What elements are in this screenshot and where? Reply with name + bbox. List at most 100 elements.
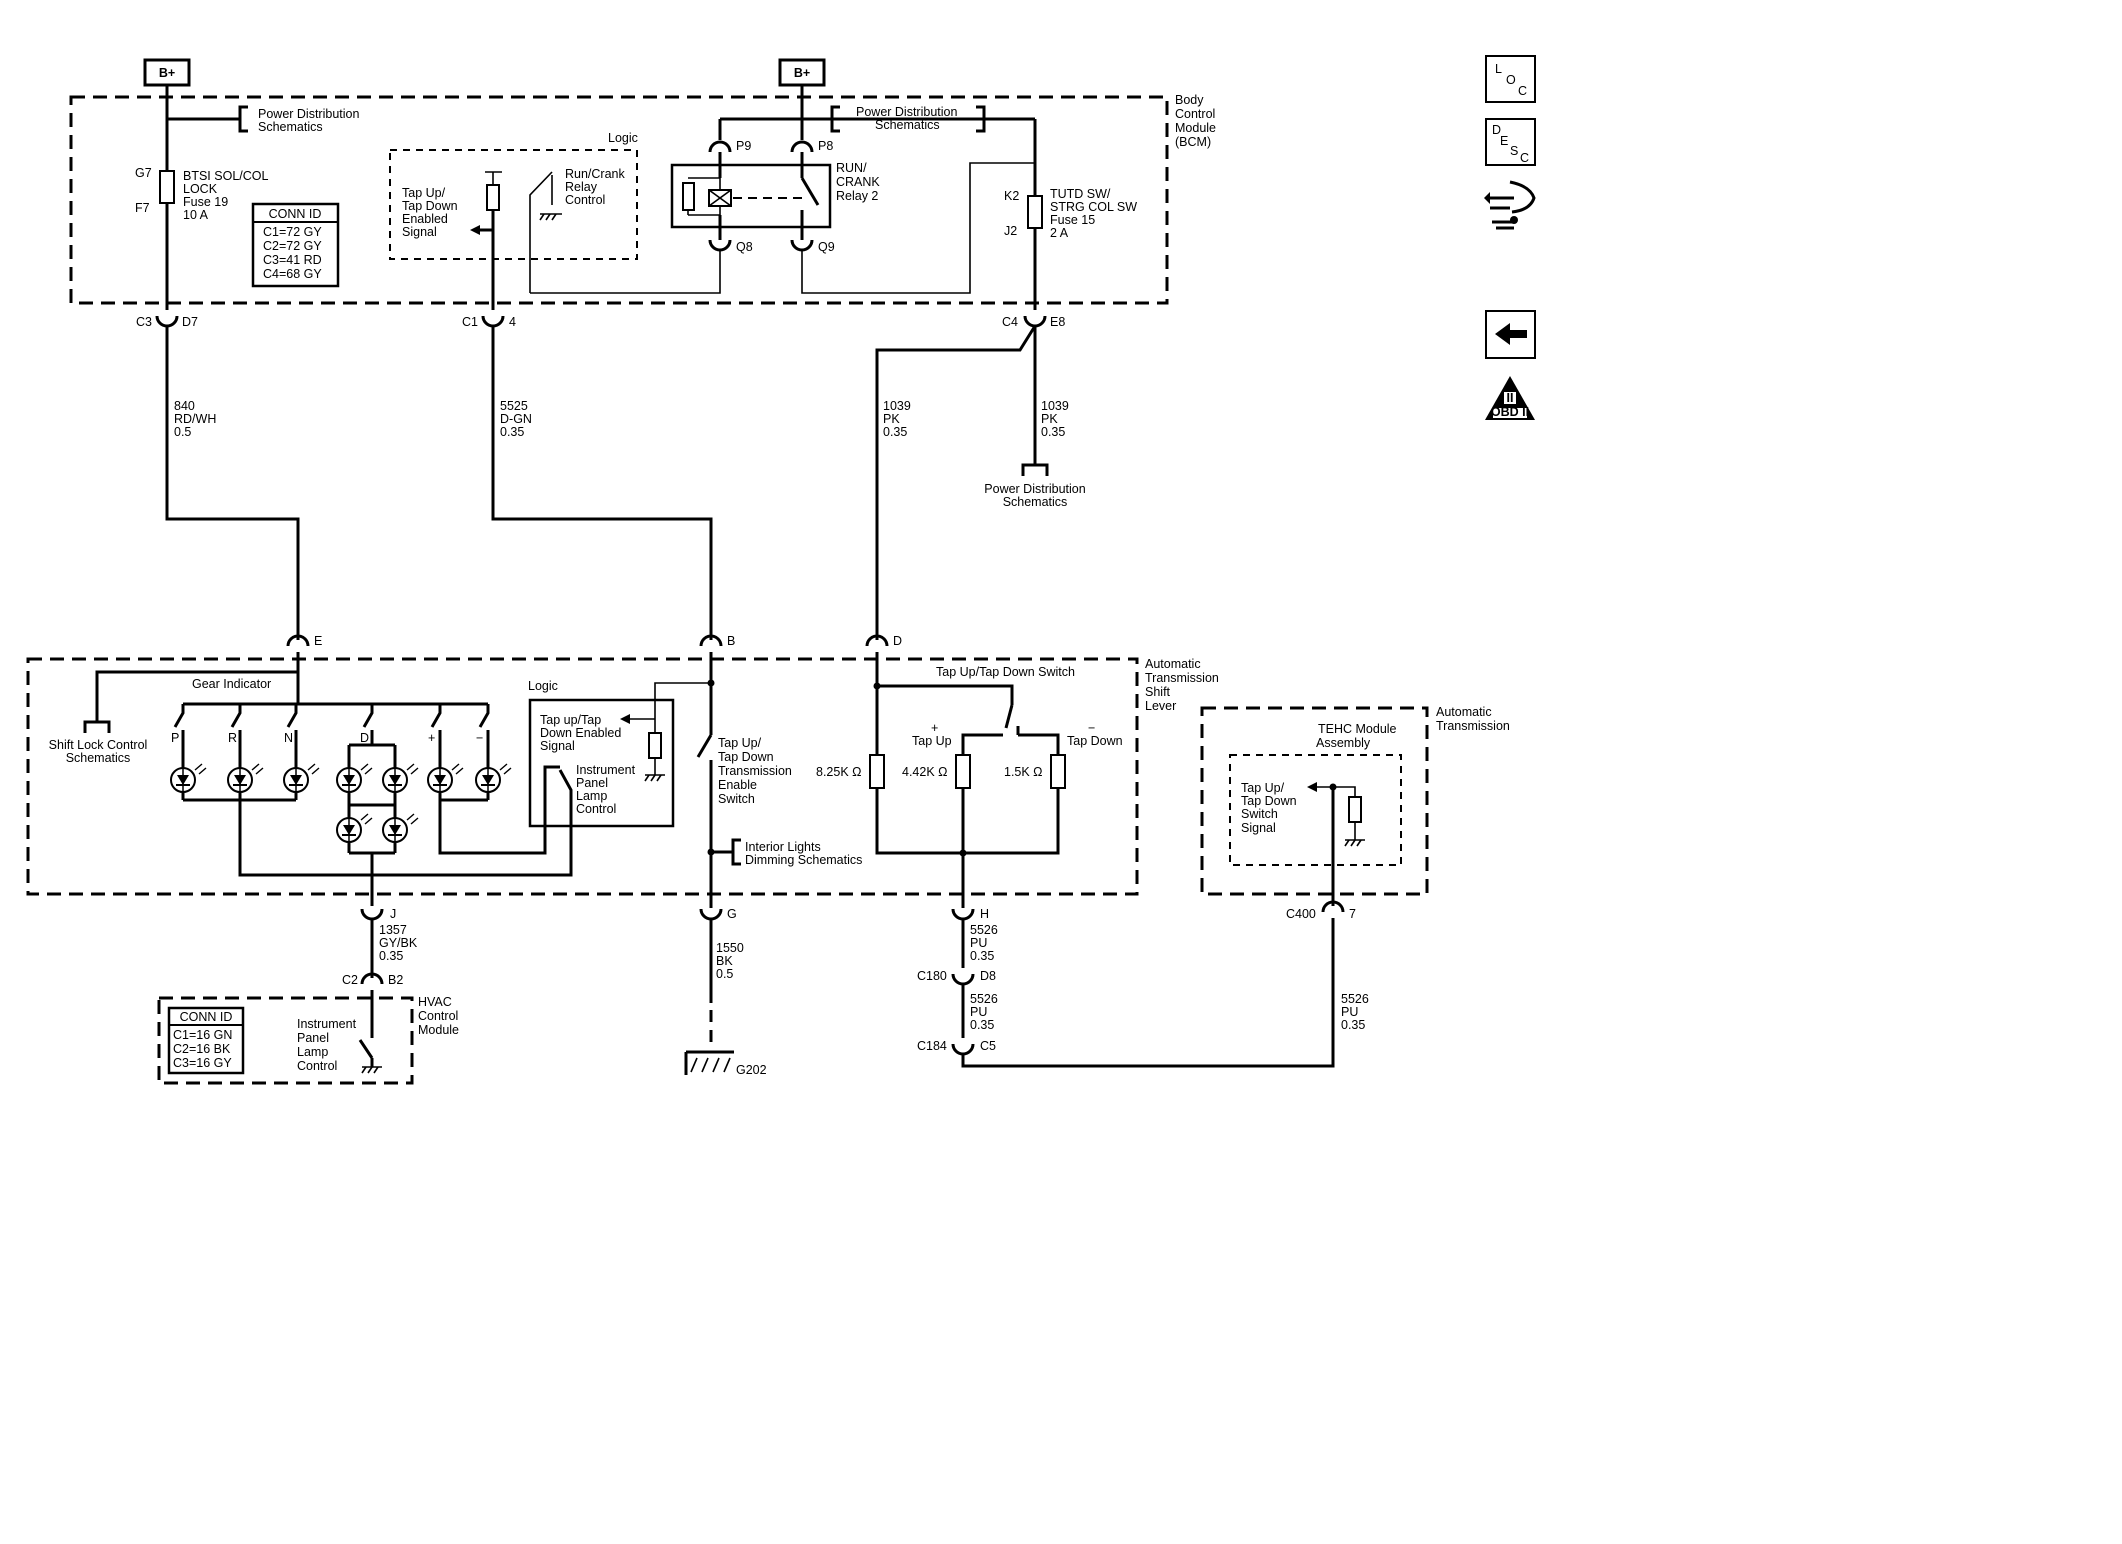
svg-text:C5: C5 — [980, 1039, 996, 1053]
connector-view-icon[interactable] — [1484, 178, 1536, 230]
gear-label-minus: − — [476, 731, 483, 745]
svg-text:B+: B+ — [159, 66, 175, 80]
desc-icon[interactable]: D E S C — [1485, 118, 1536, 166]
svg-text:D-GN: D-GN — [500, 412, 532, 426]
wire-1550-label: 1550 BK 0.5 — [716, 941, 744, 981]
gear-switch-p — [173, 704, 185, 728]
svg-text:5526: 5526 — [970, 992, 998, 1006]
tutd-enable-switch — [696, 734, 713, 758]
connector-c180-d8 — [951, 973, 975, 986]
svg-text:Automatic: Automatic — [1436, 705, 1492, 719]
svg-text:Tap Up/: Tap Up/ — [1241, 781, 1285, 795]
svg-text:Tap Down: Tap Down — [1241, 794, 1297, 808]
tehc-ground-icon — [1344, 839, 1365, 847]
svg-text:Instrument: Instrument — [576, 763, 636, 777]
gear-switch-d — [362, 704, 374, 728]
svg-text:C2=72 GY: C2=72 GY — [263, 239, 322, 253]
gear-switch-plus — [430, 704, 442, 728]
bcm-label: Body Control Module (BCM) — [1175, 93, 1216, 149]
bplus-left: B+ — [143, 58, 191, 87]
tap-down-label: − Tap Down — [1067, 721, 1123, 748]
svg-text:5525: 5525 — [500, 399, 528, 413]
wiring-diagram: B+ B+ Body Control Module (BCM) Power Di… — [26, 55, 1536, 1085]
bcm-logic-label: Logic — [608, 131, 638, 145]
svg-text:L: L — [1495, 62, 1502, 76]
shifter-signal-arrow — [620, 714, 630, 724]
svg-text:Schematics: Schematics — [875, 118, 940, 132]
gear-label-d: D — [360, 731, 369, 745]
svg-text:STRG COL SW: STRG COL SW — [1050, 200, 1137, 214]
tehc-signal-label: Tap Up/ Tap Down Switch Signal — [1241, 781, 1297, 835]
svg-text:0.35: 0.35 — [883, 425, 907, 439]
wire-840-label: 840 RD/WH 0.5 — [174, 399, 216, 439]
hvac-label: HVAC Control Module — [418, 995, 459, 1037]
svg-text:H: H — [980, 907, 989, 921]
svg-text:B: B — [727, 634, 735, 648]
svg-text:C1=72 GY: C1=72 GY — [263, 225, 322, 239]
svg-text:G: G — [727, 907, 737, 921]
svg-text:CONN ID: CONN ID — [180, 1010, 233, 1024]
svg-text:O: O — [1506, 73, 1516, 87]
tehc-module-block — [1229, 754, 1402, 866]
svg-text:RUN/: RUN/ — [836, 161, 867, 175]
pin-p8: P8 — [818, 139, 833, 153]
svg-text:0.5: 0.5 — [716, 967, 733, 981]
pin-q8: Q8 — [736, 240, 753, 254]
interior-lights-label: Interior Lights Dimming Schematics — [745, 840, 862, 867]
svg-text:C1: C1 — [462, 315, 478, 329]
svg-text:C3: C3 — [136, 315, 152, 329]
relay-coil-resistor — [682, 182, 695, 211]
hvac-boundary — [157, 996, 414, 1085]
svg-text:BK: BK — [716, 954, 733, 968]
svg-text:Tap Up/: Tap Up/ — [402, 186, 446, 200]
led-p-icon — [170, 763, 207, 793]
svg-text:4.42K Ω: 4.42K Ω — [902, 765, 947, 779]
transmission-boundary — [1200, 706, 1429, 896]
svg-text:Enable: Enable — [718, 778, 757, 792]
bcm-logic-block — [389, 149, 638, 260]
svg-text:TEHC Module: TEHC Module — [1318, 722, 1397, 736]
shift-lever-boundary — [26, 657, 1139, 896]
svg-text:1039: 1039 — [883, 399, 911, 413]
bcm-tutd-signal-label: Tap Up/ Tap Down Enabled Signal — [402, 186, 458, 239]
svg-text:Tap Up: Tap Up — [912, 734, 952, 748]
fuse19-pin-bottom: F7 — [135, 201, 150, 215]
svg-text:RD/WH: RD/WH — [174, 412, 216, 426]
svg-text:Transmission: Transmission — [1436, 719, 1510, 733]
svg-text:Signal: Signal — [1241, 821, 1276, 835]
svg-text:−: − — [1088, 721, 1095, 735]
led-d-upper-icon — [382, 763, 419, 793]
svg-text:1.5K Ω: 1.5K Ω — [1004, 765, 1043, 779]
svg-text:10 A: 10 A — [183, 208, 209, 222]
svg-text:Fuse 15: Fuse 15 — [1050, 213, 1095, 227]
obd-ii-icon[interactable]: II OBD II — [1485, 376, 1535, 420]
svg-text:PU: PU — [970, 1005, 987, 1019]
svg-text:D8: D8 — [980, 969, 996, 983]
transmission-label: Automatic Transmission — [1436, 705, 1510, 733]
bcm-conn-id-table: CONN ID C1=72 GY C2=72 GY C3=41 RD C4=68… — [251, 202, 340, 288]
svg-text:J: J — [390, 907, 396, 921]
svg-text:Interior Lights: Interior Lights — [745, 840, 821, 854]
loc-icon[interactable]: L O C — [1485, 55, 1536, 103]
svg-text:1357: 1357 — [379, 923, 407, 937]
led-minus-icon — [475, 763, 512, 793]
svg-text:1039: 1039 — [1041, 399, 1069, 413]
svg-text:C2=16 BK: C2=16 BK — [173, 1042, 231, 1056]
svg-text:Body: Body — [1175, 93, 1204, 107]
svg-text:Power Distribution: Power Distribution — [984, 482, 1085, 496]
back-arrow-icon[interactable] — [1485, 310, 1536, 359]
bcm-pullup-resistor — [486, 184, 500, 211]
resistor-1-5k — [1050, 754, 1066, 789]
svg-text:Signal: Signal — [540, 739, 575, 753]
svg-text:C4: C4 — [1002, 315, 1018, 329]
shifter-ip-lamp-label: Instrument Panel Lamp Control — [576, 763, 636, 816]
fuse15-label: TUTD SW/ STRG COL SW Fuse 15 2 A — [1050, 187, 1137, 240]
bcm-logic-ground-icon — [539, 213, 562, 221]
svg-text:+: + — [931, 721, 938, 735]
gear-label-p: P — [171, 731, 179, 745]
svg-text:Panel: Panel — [297, 1031, 329, 1045]
ground-g202-icon — [684, 1050, 734, 1075]
svg-text:1550: 1550 — [716, 941, 744, 955]
wire-5526c-label: 5526 PU 0.35 — [1341, 992, 1369, 1032]
connector-j — [360, 908, 384, 921]
